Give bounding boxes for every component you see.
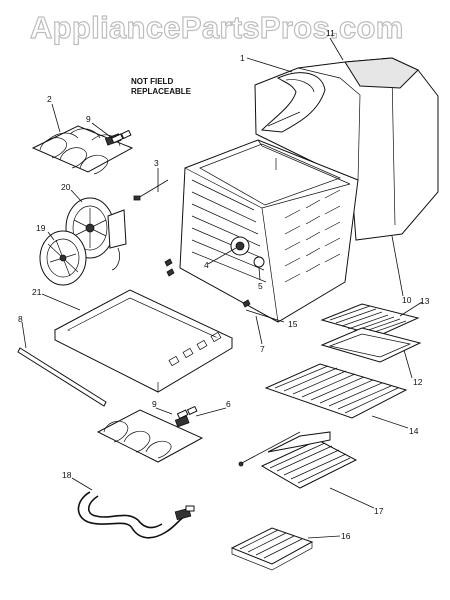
callout-13: 13 [420, 296, 430, 306]
callout-3: 3 [154, 158, 159, 168]
callout-10: 10 [402, 295, 412, 305]
callout-16: 16 [341, 531, 351, 541]
screw-hardware [164, 258, 251, 308]
gasket-strip-part-8 [17, 347, 107, 407]
callout-11: 11 [326, 28, 335, 38]
callout-2: 2 [47, 94, 52, 104]
callout-1: 1 [240, 53, 245, 63]
callout-21: 21 [32, 287, 42, 297]
callout-12: 12 [413, 377, 423, 387]
hidden-bake-element-part-18 [77, 491, 195, 539]
light-lens-part-5 [253, 256, 265, 268]
rack-support-part-3 [133, 179, 169, 201]
callout-18: 18 [62, 470, 72, 480]
note-line-2: REPLACEABLE [131, 87, 192, 96]
callout-8: 8 [18, 314, 23, 324]
callout-17: 17 [374, 506, 384, 516]
callout-9-upper: 9 [86, 114, 91, 124]
callout-20: 20 [61, 182, 71, 192]
callout-labels: 1 11 2 9 3 20 19 4 5 10 21 13 15 8 7 12 … [18, 28, 430, 541]
vent-duct-part-1 [260, 72, 326, 133]
watermark-text: AppliancePartsPros.com [30, 10, 404, 45]
note-line-1: NOT FIELD [131, 77, 173, 86]
oven-bottom-part-21 [53, 289, 234, 393]
callout-5: 5 [258, 281, 263, 291]
bake-element-part-6 [96, 409, 204, 463]
callout-9-lower: 9 [152, 399, 157, 409]
callout-6: 6 [226, 399, 231, 409]
callout-19: 19 [36, 223, 46, 233]
oven-rack-part-14 [264, 363, 408, 419]
broil-pan-part-12 [320, 327, 422, 363]
terminal-clip-part-9-upper [110, 129, 132, 144]
callout-7: 7 [260, 344, 265, 354]
callout-15: 15 [288, 319, 298, 329]
leader-lines [21, 37, 423, 539]
oven-cavity [179, 139, 359, 323]
callout-4: 4 [204, 260, 209, 270]
terminal-clip-part-9-lower [176, 405, 198, 420]
broil-element-part-2 [31, 125, 134, 175]
roller-rack-part-17 [238, 431, 358, 489]
small-rack-part-16 [230, 527, 314, 571]
fan-hub-part-4 [230, 236, 250, 256]
fan-blade-part-19 [39, 230, 87, 286]
callout-14: 14 [409, 426, 419, 436]
